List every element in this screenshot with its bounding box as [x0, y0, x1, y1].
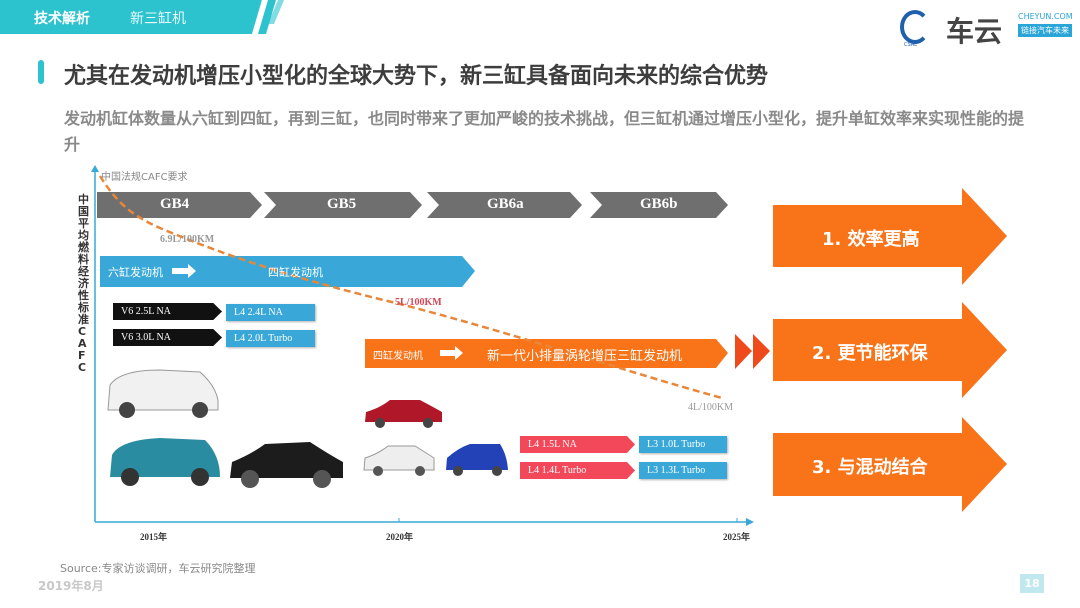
brand-text: 车云 — [946, 15, 1003, 48]
chevron-gb5 — [264, 192, 422, 218]
date-label: 2019年8月 — [38, 579, 104, 593]
x-tick-2015: 2015年 — [140, 532, 168, 542]
topic-label: 新三缸机 — [130, 11, 186, 27]
x-tick-2020: 2020年 — [386, 532, 414, 542]
label-gb6a: GB6a — [487, 196, 524, 212]
l4-2.4-box: L4 2.4L NA — [226, 304, 315, 321]
blue-band-arrow — [100, 256, 475, 287]
label-gb4: GB4 — [160, 196, 190, 212]
advantage-arrows — [773, 188, 1007, 512]
source-note: Source:专家访谈调研，车云研究院整理 — [60, 562, 256, 575]
l4-1.5-box: L4 1.5L NA — [520, 436, 635, 453]
logo: CSAE 车云 CHEYUN.COM 链接汽车未来 — [900, 8, 1075, 48]
orange-band-arrow — [365, 339, 728, 368]
csae-text: CSAE — [904, 42, 918, 48]
minivan-icon — [107, 369, 219, 418]
chevron-gb6b — [590, 192, 728, 218]
label-gb5: GB5 — [327, 196, 357, 212]
advantage-1: 1. 效率更高 — [822, 229, 920, 250]
blue-hatchback-icon — [446, 444, 508, 476]
double-chevron-icon — [735, 334, 752, 369]
advantage-3: 3. 与混动结合 — [812, 457, 928, 478]
page-subtitle: 发动机缸体数量从六缸到四缸，再到三缸，也同时带来了更加严峻的技术挑战，但三缸机通… — [64, 109, 1025, 154]
standard-chevrons — [97, 192, 728, 218]
l4-1.4t-box: L4 1.4L Turbo — [520, 462, 635, 479]
black-sedan-icon — [230, 442, 343, 488]
chevron-gb6a — [427, 192, 582, 218]
section-label: 技术解析 — [34, 11, 90, 27]
x-axis-arrow-icon — [746, 518, 754, 526]
l3-1.3t-box: L3 1.3L Turbo — [639, 462, 727, 479]
red-sedan-icon — [365, 400, 442, 428]
v6-2.5-box: V6 2.5L NA — [113, 303, 222, 320]
l4-2.0t-box: L4 2.0L Turbo — [226, 330, 315, 347]
v6-3.0-box: V6 3.0L NA — [113, 329, 222, 346]
cafc-trend-line — [98, 175, 723, 400]
orange-band-to: 新一代小排量涡轮增压三缸发动机 — [487, 349, 683, 364]
cafc-2020: 5L/100KM — [395, 297, 442, 308]
brand-url: CHEYUN.COM — [1018, 12, 1073, 21]
label-gb6b: GB6b — [640, 196, 678, 212]
cafc-2015: 6.9L/100KM — [160, 234, 215, 245]
y-axis-arrow-icon — [91, 165, 99, 172]
csae-emblem-icon — [900, 10, 930, 44]
chevron-gb4 — [97, 192, 262, 218]
blue-band-to: 四缸发动机 — [268, 266, 323, 279]
white-sedan-icon — [363, 445, 435, 476]
header-band — [0, 0, 284, 34]
cafc-2025: 4L/100KM — [688, 402, 733, 413]
x-tick-2025: 2025年 — [723, 532, 751, 542]
y-axis-label: 中国平均燃料经济性标准CAFC — [78, 193, 89, 374]
l3-1.0t-box: L3 1.0L Turbo — [639, 436, 727, 453]
axis-top-label: 中国法规CAFC要求 — [101, 172, 188, 183]
blue-band-from: 六缸发动机 — [108, 266, 163, 279]
advantage-2: 2. 更节能环保 — [812, 343, 928, 364]
title-accent — [38, 60, 44, 84]
brand-tagline: 链接汽车未来 — [1018, 24, 1072, 37]
white-arrow-icons — [172, 264, 463, 360]
orange-band-from: 四缸发动机 — [373, 351, 423, 362]
page-title: 尤其在发动机增压小型化的全球大势下，新三缸具备面向未来的综合优势 — [64, 64, 769, 89]
car-illustrations — [107, 369, 508, 488]
page-number: 18 — [1020, 574, 1044, 593]
suv-icon — [110, 438, 220, 486]
